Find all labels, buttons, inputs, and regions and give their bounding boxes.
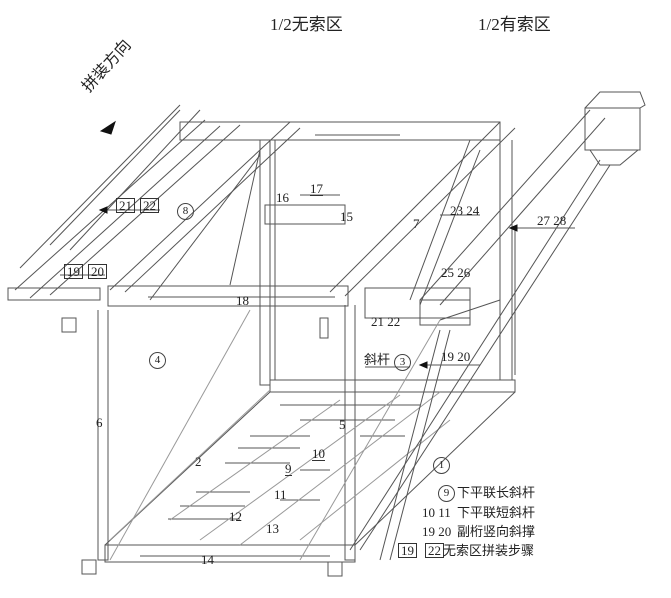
legend-row3-number: 19 20	[422, 524, 452, 539]
label-19-20: 19 20	[441, 349, 471, 364]
label-20-boxed: 20	[88, 264, 107, 279]
label-23-24: 23 24	[450, 203, 480, 218]
label-4: 4	[149, 352, 166, 369]
label-15: 15	[340, 209, 353, 224]
label-18: 18	[236, 293, 249, 308]
label-5: 5	[339, 417, 346, 432]
legend-row4-text: 无索区拼装步骤	[443, 543, 535, 558]
label-27-28: 27 28	[537, 213, 567, 228]
label-21-22-lower: 21 22	[371, 314, 401, 329]
label-16: 16	[276, 190, 289, 205]
label-17: 17	[310, 181, 323, 196]
label-6: 6	[96, 415, 103, 430]
legend-row1-number: 9	[438, 485, 455, 502]
legend-row3-text: 副桁竖向斜撑	[457, 524, 536, 539]
label-14: 14	[201, 552, 214, 567]
label-9: 9	[285, 461, 292, 476]
label-leaders	[60, 120, 575, 369]
top-longitudinal-members	[14, 104, 606, 306]
cable-zone-title: 1/2有索区	[478, 15, 551, 34]
label-11: 11	[274, 487, 287, 502]
diagonal-struts	[49, 109, 611, 561]
label-10: 10	[312, 446, 325, 461]
label-3: 3	[394, 354, 411, 371]
label-13: 13	[266, 521, 279, 536]
label-2: 2	[195, 454, 202, 469]
label-21-upper: 21	[116, 198, 135, 213]
label-1: 1	[433, 457, 450, 474]
bottom-lateral-bracing	[168, 391, 451, 546]
legend-row2-text: 下平联短斜杆	[457, 505, 536, 520]
no-cable-zone-title: 1/2无索区	[270, 15, 343, 34]
legend-row4-number-a: 19	[398, 543, 417, 558]
label-8: 8	[177, 203, 194, 220]
legend-row4-number-b: 22	[425, 543, 444, 558]
label-7: 7	[413, 216, 420, 231]
legend-row1-text: 下平联长斜杆	[457, 485, 536, 500]
label-25-26: 25 26	[441, 265, 471, 280]
label-12: 12	[229, 509, 242, 524]
diagonal-rod-label: 斜杆	[364, 352, 391, 367]
label-19-boxed: 19	[64, 264, 83, 279]
label-22-upper: 22	[140, 198, 159, 213]
legend-row2-number: 10 11	[422, 505, 451, 520]
